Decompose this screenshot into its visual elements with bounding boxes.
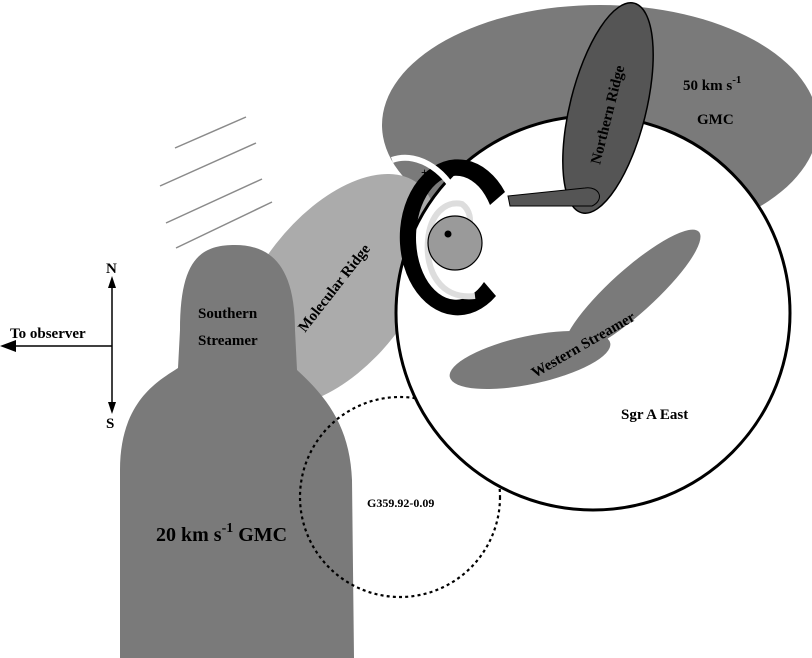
gmc-50-label: 50 km s-1 <box>683 74 741 94</box>
south-label: S <box>106 416 114 432</box>
to-observer-label: To observer <box>10 326 86 342</box>
sgr-a-star-dot <box>444 230 452 238</box>
central-sphere <box>427 215 483 271</box>
gmc-50-label-line2: GMC <box>697 112 734 128</box>
observer-arrow-icon <box>0 340 16 352</box>
western-streamer <box>449 229 701 390</box>
north-arrow-icon <box>108 276 116 288</box>
hatch-lines <box>159 116 273 249</box>
southern-streamer-label-1: Southern <box>198 306 258 322</box>
g359-label: G359.92-0.09 <box>367 496 434 510</box>
plus-marker: + <box>421 165 428 179</box>
south-arrow-icon <box>108 402 116 414</box>
bridge-arm <box>507 187 600 207</box>
gmc-20-label: 20 km s-1 GMC <box>156 521 287 546</box>
mini-spiral-outer <box>390 154 461 202</box>
g359-shell <box>298 395 502 599</box>
compass <box>0 276 116 414</box>
small-white-dot <box>481 257 487 263</box>
northern-ridge <box>562 2 654 214</box>
sgr-a-east-label: Sgr A East <box>621 407 688 423</box>
mini-spiral-inner <box>424 200 476 300</box>
gmc-20-cloud <box>120 245 354 658</box>
north-label: N <box>106 261 117 277</box>
southern-streamer-label-2: Streamer <box>198 333 258 349</box>
